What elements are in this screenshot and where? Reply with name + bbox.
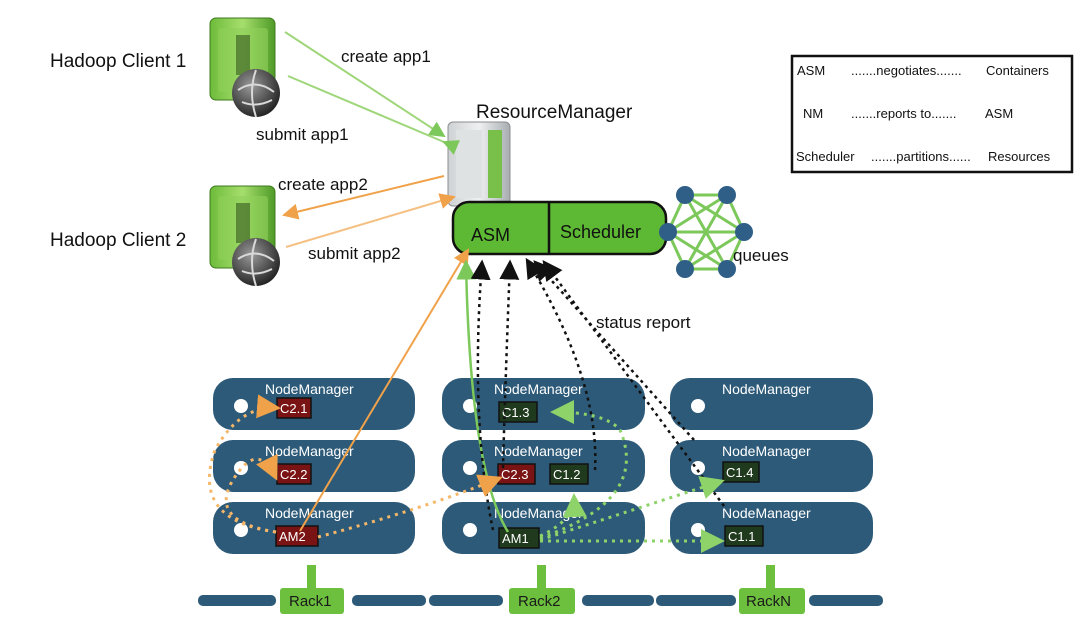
resource-manager-server-icon bbox=[447, 121, 511, 207]
legend-row2-rel: .......reports to....... bbox=[851, 106, 956, 121]
status-arrow-am1 bbox=[470, 259, 495, 531]
legend-row1-b: Containers bbox=[986, 63, 1049, 78]
node-manager-r1-n3-label: NodeManager bbox=[265, 505, 354, 521]
rack2-label: Rack2 bbox=[518, 593, 561, 610]
container-r3n3-label: C1.1 bbox=[728, 529, 755, 544]
am2-to-c23-arrow bbox=[317, 474, 503, 539]
submit-app1-label: submit app1 bbox=[256, 125, 349, 144]
node-manager-r2-n3-indicator-icon bbox=[463, 523, 477, 537]
node-manager-r3-n1-label: NodeManager bbox=[722, 381, 811, 397]
container-r1n3-label: AM2 bbox=[279, 529, 306, 544]
legend-row2-a: NM bbox=[803, 106, 823, 121]
container-r2n1-label: C1.3 bbox=[502, 405, 529, 420]
status-report-label: status report bbox=[596, 313, 691, 332]
client2-label: Hadoop Client 2 bbox=[50, 230, 186, 251]
rackn-switch bbox=[739, 565, 805, 614]
container-r1n2-label: C2.2 bbox=[280, 467, 307, 482]
rack2-switch bbox=[509, 565, 575, 614]
node-manager-r2-n1-label: NodeManager bbox=[494, 381, 583, 397]
am2-register-arrow bbox=[299, 248, 470, 532]
status-arrow-rackn-bottom bbox=[542, 259, 726, 507]
resource-manager-title: ResourceManager bbox=[476, 102, 633, 123]
submit-app2-label: submit app2 bbox=[308, 244, 401, 263]
node-manager-r2-n2-label: NodeManager bbox=[494, 443, 583, 459]
node-manager-r3-n2-indicator-icon bbox=[691, 461, 705, 475]
submit-app2-arrow bbox=[285, 193, 456, 248]
rack1-label: Rack1 bbox=[289, 593, 332, 610]
queues-nodes bbox=[659, 186, 753, 278]
rack-network-bar bbox=[198, 595, 883, 606]
container-r2n3-box bbox=[498, 527, 540, 549]
node-manager-r3-n1-indicator-icon bbox=[691, 399, 705, 413]
container-r1n1-label: C2.1 bbox=[280, 401, 307, 416]
legend-row1-rel: .......negotiates....... bbox=[851, 63, 962, 78]
node-manager-r1-n2-label: NodeManager bbox=[265, 443, 354, 459]
client1-server-icon bbox=[209, 17, 280, 118]
legend-row3-a: Scheduler bbox=[796, 149, 855, 164]
node-manager-r1-n1-indicator-icon bbox=[234, 399, 248, 413]
node-manager-r1-n3-indicator-icon bbox=[234, 523, 248, 537]
client2-server-icon bbox=[209, 185, 280, 287]
container-r2n2b-box bbox=[549, 463, 589, 485]
container-r2n1-box bbox=[498, 401, 538, 423]
node-manager-r3-n2-label: NodeManager bbox=[722, 443, 811, 459]
container-r3n3-box bbox=[724, 525, 764, 547]
status-arrow-rackn bbox=[533, 260, 695, 441]
queues-label: queues bbox=[733, 246, 789, 265]
submit-app1-arrow bbox=[287, 75, 461, 155]
client1-label: Hadoop Client 1 bbox=[50, 51, 186, 72]
node-managers: NodeManagerNodeManagerNodeManagerNodeMan… bbox=[213, 378, 873, 554]
node-manager-r3-n3-indicator-icon bbox=[691, 523, 705, 537]
am2-to-c21-arrow bbox=[207, 394, 281, 534]
container-r2n2a-label: C2.3 bbox=[501, 467, 528, 482]
container-r3n2-label: C1.4 bbox=[726, 465, 753, 480]
asm-label: ASM bbox=[471, 225, 510, 245]
container-r2n2b-label: C1.2 bbox=[553, 467, 580, 482]
legend-row2-b: ASM bbox=[985, 106, 1013, 121]
node-manager-r2-n3 bbox=[442, 502, 645, 554]
node-manager-r1-n1-label: NodeManager bbox=[265, 381, 354, 397]
create-app2-label: create app2 bbox=[278, 175, 368, 194]
create-app2-arrow bbox=[282, 175, 445, 220]
container-r2n3-label: AM1 bbox=[502, 531, 529, 546]
legend-row3-rel: .......partitions...... bbox=[871, 149, 971, 164]
node-manager-r3-n3-label: NodeManager bbox=[722, 505, 811, 521]
status-arrow-c12 bbox=[525, 257, 597, 471]
legend-row3-b: Resources bbox=[988, 149, 1051, 164]
create-app1-label: create app1 bbox=[341, 47, 431, 66]
am1-register-arrow bbox=[456, 259, 510, 533]
node-manager-r3-n1 bbox=[670, 378, 873, 430]
legend-row1-a: ASM bbox=[797, 63, 825, 78]
container-r2n2a-box bbox=[497, 463, 536, 485]
scheduler-label: Scheduler bbox=[560, 222, 641, 242]
node-manager-r2-n3-label: NodeManager bbox=[494, 505, 583, 521]
legend-box bbox=[790, 54, 1074, 174]
rack1-switch bbox=[280, 565, 344, 614]
create-app1-arrow bbox=[284, 31, 446, 138]
rackn-label: RackN bbox=[746, 593, 791, 610]
container-r3n2-box bbox=[722, 461, 760, 483]
node-manager-r2-n2-indicator-icon bbox=[463, 461, 477, 475]
status-arrow-nm-rack2-mid bbox=[499, 259, 520, 469]
